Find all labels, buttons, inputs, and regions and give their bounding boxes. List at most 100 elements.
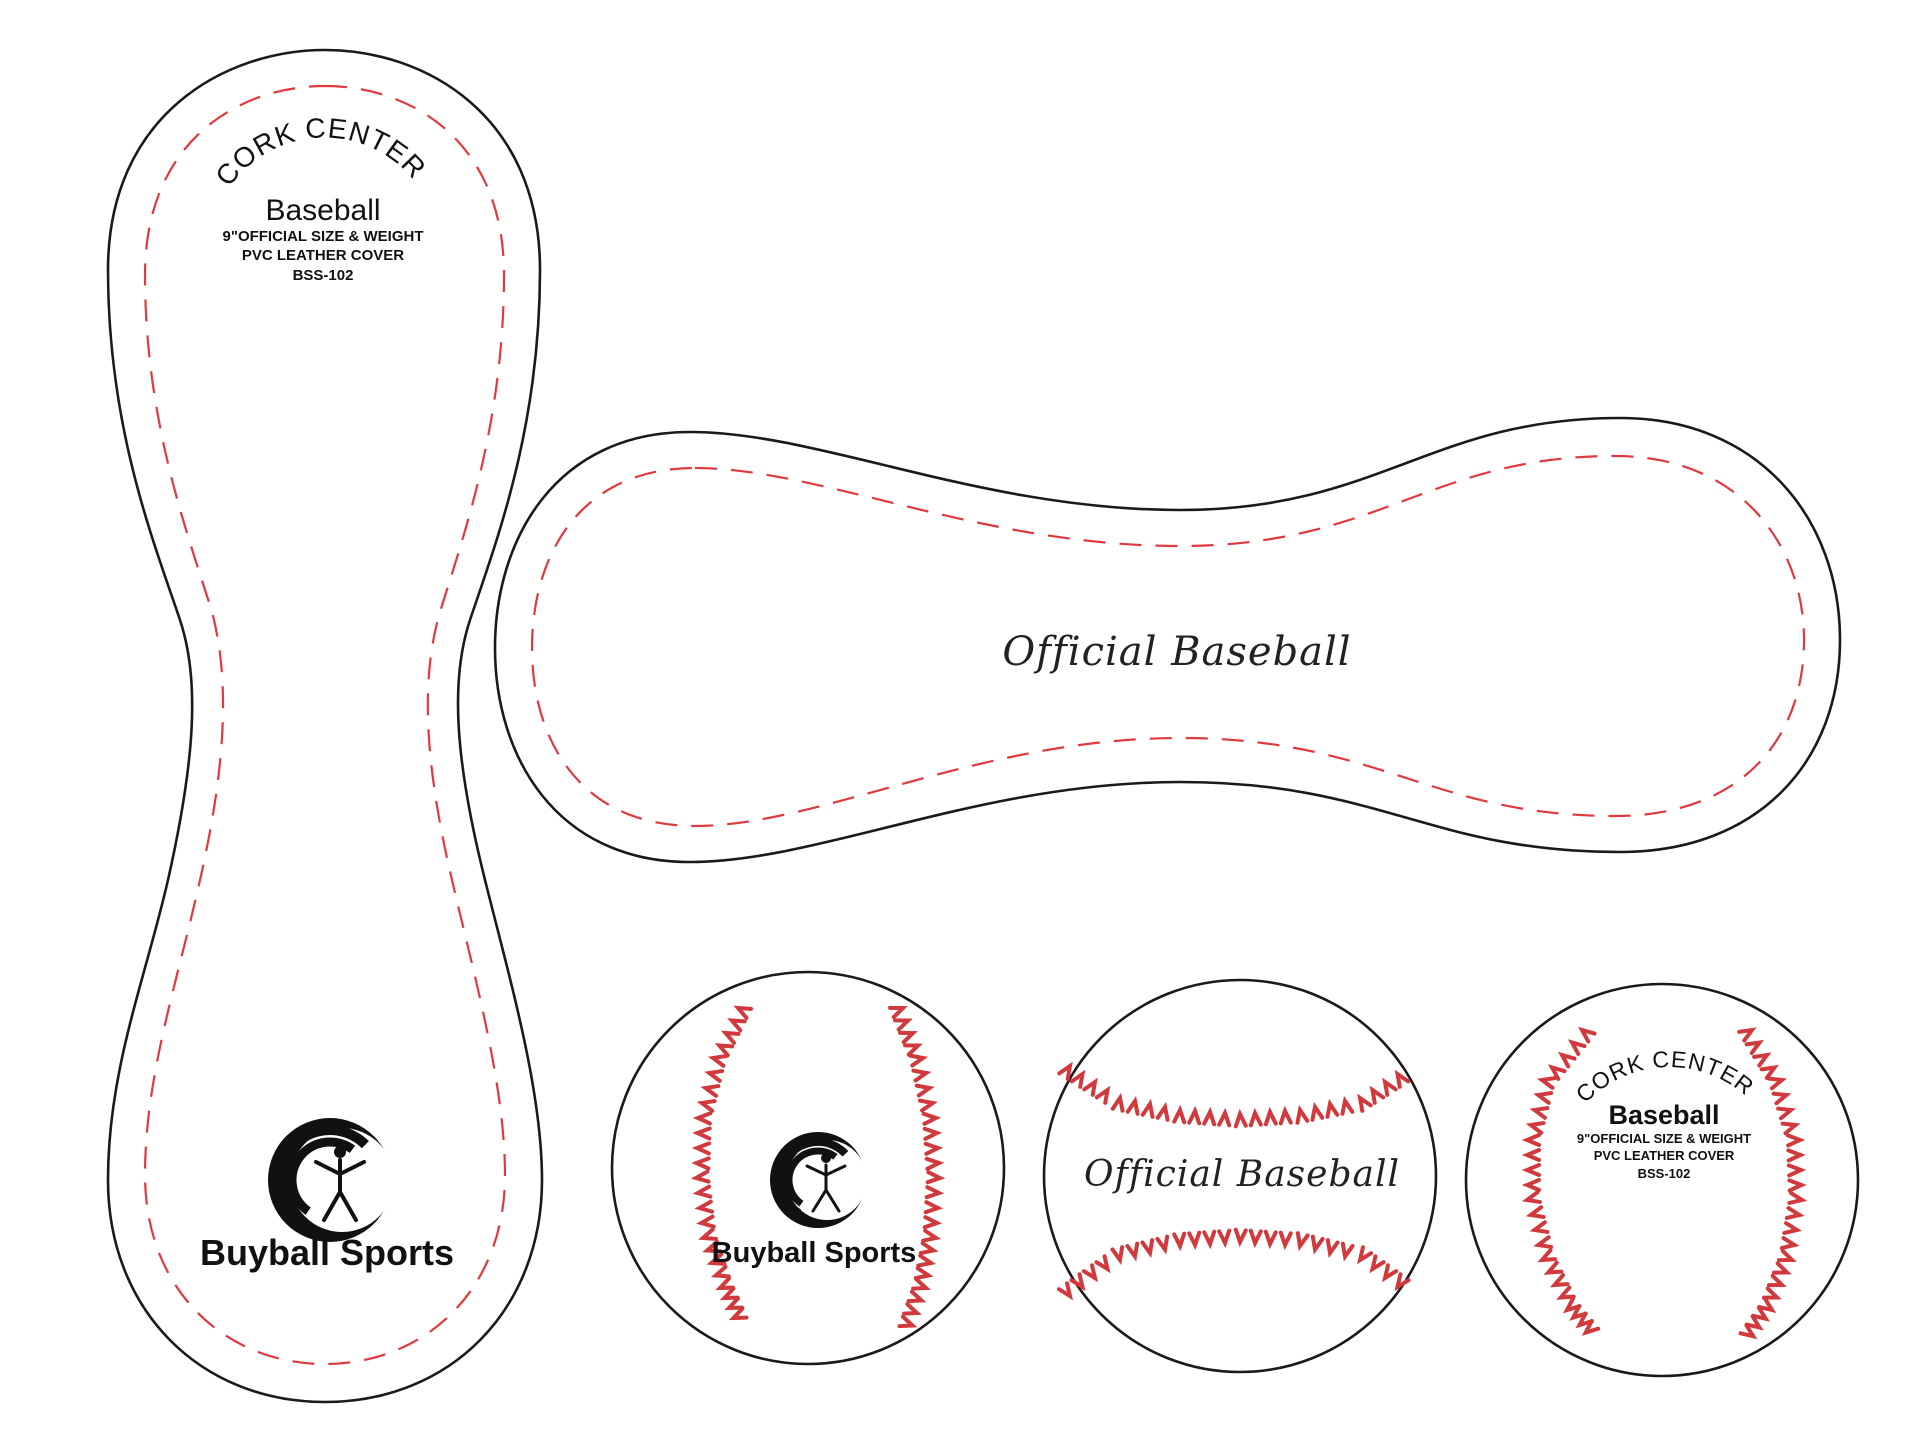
seam-stitch — [921, 1111, 942, 1126]
seam-stitch — [706, 1252, 727, 1266]
seam-stitch — [714, 1043, 735, 1058]
seam-stitch — [1779, 1236, 1800, 1250]
seam-stitch — [1772, 1261, 1792, 1275]
seam-stitch — [913, 1266, 934, 1281]
seam-stitch — [917, 1098, 938, 1113]
seam-stitch — [1172, 1104, 1187, 1125]
seam-stitch — [1172, 1231, 1187, 1252]
circle-person-logo-icon — [770, 1132, 867, 1228]
seam-stitch — [906, 1289, 927, 1304]
horizontal-panel-stitch-line — [530, 454, 1806, 828]
seam-stitch — [924, 1156, 945, 1171]
seam-stitch — [1757, 1296, 1777, 1314]
seam-stitch — [1094, 1254, 1111, 1274]
seam-stitch — [925, 1170, 946, 1185]
seam-stitch — [1340, 1095, 1355, 1116]
seam-stitch — [918, 1241, 939, 1256]
seam-stitch — [1278, 1230, 1293, 1251]
seam-stitch — [690, 1169, 711, 1184]
seam-stitch — [696, 1099, 717, 1113]
seam-stitch — [696, 1214, 716, 1229]
horizontal-cover-panel: Official Baseball — [493, 416, 1842, 864]
seam-stitch — [1056, 1281, 1074, 1301]
seam-stitch — [1233, 1108, 1248, 1129]
seam-stitch — [1759, 1064, 1779, 1080]
seam-stitch — [1784, 1206, 1805, 1220]
vertical-panel-outline — [106, 48, 544, 1404]
seam-stitch — [1369, 1254, 1386, 1274]
seam-stitch — [1295, 1104, 1310, 1125]
seam-stitch — [733, 1005, 753, 1020]
baseball-logo-preview: Buyball Sports — [610, 970, 1006, 1366]
vertical-panel-spec-size: 9"OFFICIAL SIZE & WEIGHT — [222, 228, 423, 245]
seam-stitch — [1569, 1303, 1588, 1321]
seam-stitch — [1155, 1101, 1170, 1122]
seam-stitch — [898, 1030, 918, 1045]
seam-stitch — [710, 1264, 731, 1279]
vertical-panel-spec-cover: PVC LEATHER COVER — [242, 247, 404, 264]
seam-stitch — [1543, 1260, 1564, 1275]
seam-stitch — [1394, 1272, 1411, 1292]
seam-stitch — [691, 1156, 711, 1171]
seam-stitch — [1556, 1285, 1576, 1300]
seam-stitch — [724, 1296, 744, 1311]
seam-stitch — [702, 1239, 723, 1254]
seam-stitch — [1357, 1093, 1373, 1113]
seam-stitch — [1529, 1106, 1550, 1120]
seam-stitch — [1786, 1163, 1807, 1178]
seam-stitch — [692, 1111, 713, 1126]
seam-stitch — [698, 1227, 718, 1241]
ball-3-spec-cover: PVC LEATHER COVER — [1594, 1148, 1735, 1163]
seam-stitch — [1125, 1095, 1140, 1116]
seam-stitch — [1557, 1051, 1577, 1069]
seam-stitch — [1521, 1148, 1541, 1162]
seam-stitch — [1140, 1098, 1155, 1119]
seam-stitch — [1381, 1263, 1399, 1283]
seam-stitch — [694, 1199, 714, 1214]
seam-stitch — [1248, 1107, 1263, 1128]
seam-stitch — [1529, 1220, 1550, 1234]
ball-1-seams — [690, 1005, 946, 1329]
seam-stitch — [1785, 1133, 1806, 1148]
seam-stitch — [1537, 1248, 1557, 1263]
circle-person-logo-icon — [268, 1118, 394, 1242]
horizontal-panel-outline — [493, 416, 1842, 864]
seam-stitch — [1278, 1105, 1293, 1126]
seam-stitch — [1577, 1026, 1597, 1044]
seam-stitch — [888, 1005, 908, 1020]
ball-3-spec-size: 9"OFFICIAL SIZE & WEIGHT — [1577, 1131, 1751, 1146]
seam-stitch — [1737, 1027, 1757, 1043]
vertical-cover-panel: CORK CENTER Baseball 9"OFFICIAL SIZE & W… — [106, 48, 544, 1404]
seam-stitch — [1533, 1091, 1554, 1105]
seam-stitch — [1217, 1228, 1232, 1249]
seam-stitch — [1525, 1205, 1546, 1219]
seam-stitch — [921, 1228, 942, 1243]
seam-stitch — [1369, 1085, 1386, 1105]
ball-3-outline — [1464, 982, 1860, 1378]
seam-stitch — [728, 1306, 749, 1321]
seam-stitch — [1777, 1248, 1797, 1263]
seam-stitch — [1094, 1085, 1111, 1105]
seam-stitch — [1295, 1231, 1310, 1252]
seam-stitch — [1202, 1229, 1217, 1250]
seam-stitch — [1217, 1107, 1232, 1128]
baseball-cork-center-preview: CORK CENTER Baseball 9"OFFICIAL SIZE & W… — [1464, 982, 1860, 1378]
seam-stitch — [1110, 1245, 1125, 1266]
seam-stitch — [1787, 1178, 1807, 1193]
seam-stitch — [1187, 1230, 1202, 1251]
seam-stitch — [692, 1184, 713, 1199]
seam-stitch — [1549, 1273, 1570, 1288]
seam-stitch — [700, 1084, 721, 1098]
seam-stitch — [691, 1141, 712, 1156]
vertical-panel-title: Baseball — [265, 194, 380, 227]
seam-stitch — [1521, 1190, 1542, 1204]
seam-stitch — [1787, 1191, 1808, 1205]
seam-stitch — [1547, 1064, 1567, 1081]
ball-3-title: Baseball — [1608, 1100, 1719, 1130]
ball-2-seams — [1056, 1061, 1411, 1301]
baseball-official-preview: Official Baseball — [1042, 978, 1438, 1374]
seam-stitch — [1738, 1323, 1758, 1340]
seam-stitch — [1394, 1069, 1411, 1089]
ball-3-seams — [1521, 1026, 1808, 1340]
seam-stitch — [1767, 1076, 1787, 1091]
